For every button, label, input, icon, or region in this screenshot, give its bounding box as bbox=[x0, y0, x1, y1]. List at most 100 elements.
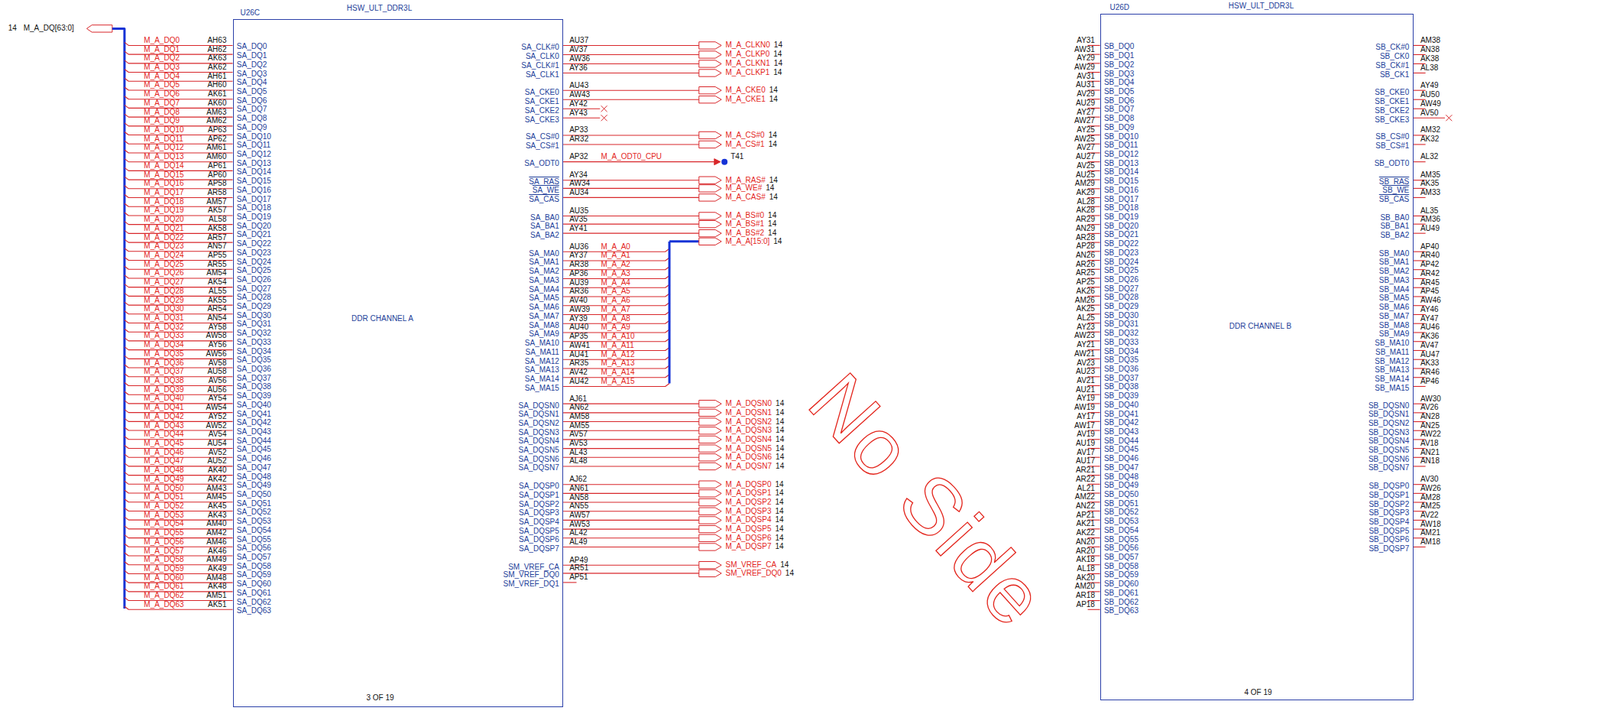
pin-name: SA_MA4 bbox=[528, 285, 559, 294]
pin-number: AM25 bbox=[1420, 502, 1441, 510]
pin-number: AK20 bbox=[1075, 573, 1095, 582]
page-ref: 14 bbox=[765, 184, 775, 192]
pin-name: SB_DQSN3 bbox=[1368, 428, 1409, 437]
net-name: M_A_BS#1 bbox=[725, 220, 765, 228]
pin-name: SB_DQ33 bbox=[1104, 338, 1139, 347]
pin-number: AU27 bbox=[1075, 152, 1095, 161]
pin-number: AU58 bbox=[207, 367, 227, 376]
pin-number: AP35 bbox=[569, 332, 588, 341]
pin-number: AM62 bbox=[206, 116, 227, 125]
page-ref: 14 bbox=[775, 542, 784, 551]
page-ref: 14 bbox=[769, 176, 778, 185]
pin-number: AY58 bbox=[208, 323, 227, 331]
pin-number: AU46 bbox=[1420, 323, 1440, 331]
offpage-connector bbox=[699, 184, 722, 192]
page-ref: 14 bbox=[785, 569, 794, 577]
pin-name: SB_DQ43 bbox=[1104, 427, 1139, 436]
pin-name: SA_DQ12 bbox=[236, 150, 272, 159]
offpage-connector bbox=[699, 561, 722, 569]
pin-number: AP46 bbox=[1420, 377, 1439, 386]
pin-stub bbox=[1088, 608, 1101, 610]
pin-name: SB_DQ9 bbox=[1104, 123, 1134, 132]
net-name: M_A_DQ12 bbox=[143, 143, 184, 152]
pin-name: SB_DQ12 bbox=[1104, 150, 1139, 159]
pin-number: AV56 bbox=[208, 376, 227, 385]
net-name: M_A_DQ50 bbox=[143, 484, 184, 493]
pin-name: SB_CKE3 bbox=[1374, 116, 1409, 124]
pin-name: SA_MA9 bbox=[528, 330, 559, 338]
pin-name: SA_MA14 bbox=[524, 375, 560, 383]
pin-name: SB_DQ50 bbox=[1104, 490, 1139, 499]
pin-name: SA_DQ3 bbox=[236, 70, 267, 78]
pin-name: SA_DQ57 bbox=[236, 553, 272, 561]
net-name: M_A_DQ31 bbox=[143, 314, 184, 322]
pin-name: SB_DQ47 bbox=[1104, 463, 1139, 472]
pin-number: AM48 bbox=[206, 573, 227, 582]
page-ref: 14 bbox=[775, 515, 784, 524]
net-name: M_A_ODT0_CPU bbox=[601, 152, 662, 161]
pin-number: AK33 bbox=[1420, 359, 1439, 367]
net-name: M_A_DQ2 bbox=[143, 54, 180, 62]
pin-name: SB_MA1 bbox=[1379, 258, 1409, 266]
pin-number: AN20 bbox=[1075, 537, 1095, 546]
pin-number: AV31 bbox=[1076, 72, 1095, 81]
pin-number: AU56 bbox=[207, 385, 227, 394]
pin-name: SA_DQ61 bbox=[236, 589, 272, 597]
pin-name: SA_DQ7 bbox=[236, 105, 267, 114]
net-name: M_A_DQ56 bbox=[143, 537, 184, 546]
pin-name: SA_DQ14 bbox=[236, 168, 272, 176]
pin-name: SA_DQSN5 bbox=[518, 446, 559, 454]
page-ref: 14 bbox=[768, 131, 778, 140]
pin-name: SB_DQ31 bbox=[1104, 320, 1139, 328]
pin-name: SA_MA6 bbox=[528, 303, 559, 311]
net-name: M_A_DQ9 bbox=[143, 116, 180, 125]
net-name: M_A_DQ57 bbox=[143, 547, 184, 555]
pin-name: SB_DQ54 bbox=[1104, 526, 1139, 535]
test-point-dot bbox=[721, 158, 728, 166]
pin-number: AK54 bbox=[207, 278, 227, 286]
pin-number: AW49 bbox=[1420, 100, 1442, 108]
pin-number: AY46 bbox=[1420, 305, 1439, 314]
no-connect-mark bbox=[601, 105, 608, 112]
pin-name: SB_CS#0 bbox=[1375, 132, 1409, 141]
page-ref: 14 bbox=[774, 59, 783, 68]
page-ref: 14 bbox=[775, 480, 784, 489]
offpage-connector bbox=[699, 176, 722, 184]
pin-number: AY17 bbox=[1076, 412, 1095, 421]
pin-number: AN29 bbox=[1075, 224, 1095, 233]
pin-name: SB_DQ26 bbox=[1104, 275, 1139, 284]
pin-number: AU49 bbox=[1420, 224, 1440, 233]
pin-name: SA_DQSP1 bbox=[518, 491, 560, 499]
pin-stub bbox=[1413, 161, 1426, 162]
pin-number: AP25 bbox=[1075, 278, 1095, 286]
page-ref: 14 bbox=[775, 417, 784, 426]
offpage-connector bbox=[699, 140, 722, 148]
pin-number: AK51 bbox=[207, 600, 227, 609]
pin-number: AK62 bbox=[207, 63, 227, 72]
pin-number: AN28 bbox=[1420, 412, 1440, 421]
pin-name: SA_CS#1 bbox=[525, 142, 560, 150]
pin-name: SA_DQSP7 bbox=[518, 544, 560, 553]
pin-number: AW19 bbox=[1074, 403, 1095, 412]
net-name: M_A_CKE0 bbox=[725, 86, 766, 94]
pin-number: AY39 bbox=[569, 314, 588, 323]
net-name: M_A_CKE1 bbox=[725, 95, 766, 104]
part-reference: U26D bbox=[1110, 3, 1131, 12]
net-name: M_A_DQ36 bbox=[143, 359, 184, 367]
pin-name: SB_DQ23 bbox=[1104, 249, 1139, 257]
net-name: M_A_DQ62 bbox=[143, 591, 184, 600]
offpage-connector bbox=[699, 427, 722, 435]
net-name: M_A_DQ38 bbox=[143, 376, 184, 385]
pin-name: SB_DQ62 bbox=[1104, 598, 1139, 606]
pin-name: SB_DQSN0 bbox=[1368, 401, 1409, 410]
pin-number: AM36 bbox=[1420, 215, 1441, 224]
offpage-connector bbox=[699, 435, 722, 443]
pin-number: AM54 bbox=[206, 268, 227, 277]
net-name: M_A_DQSN5 bbox=[725, 444, 773, 453]
pin-name: SB_DQ25 bbox=[1104, 266, 1139, 275]
no-connect-mark bbox=[601, 105, 608, 112]
test-point-label: T41 bbox=[730, 152, 744, 161]
pin-stub bbox=[1413, 385, 1426, 387]
ic-part-box: U26CHSW_ULT_DDR3LDDR CHANNEL A3 OF 19 bbox=[233, 19, 564, 707]
